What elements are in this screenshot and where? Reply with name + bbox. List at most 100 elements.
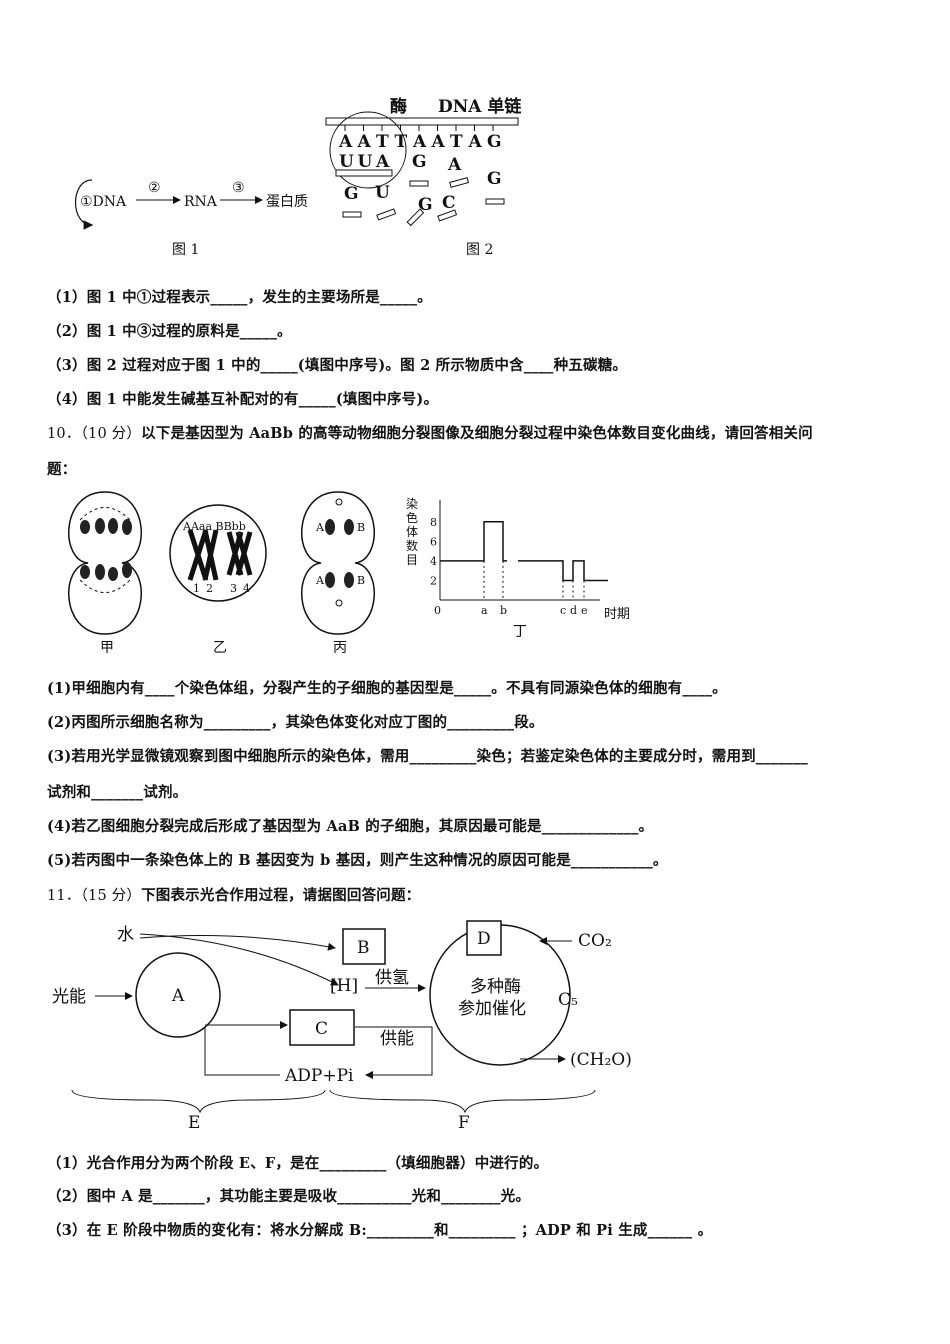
question-points: （10 分） xyxy=(80,426,142,442)
label-C: C xyxy=(315,1019,328,1039)
label-jia: 甲 xyxy=(100,640,114,656)
y-tick-label: 4 xyxy=(430,555,437,568)
template-base: T xyxy=(376,132,389,152)
y-label-char: 染 xyxy=(406,496,418,511)
paired-base: U xyxy=(358,152,373,172)
label-F: F xyxy=(458,1113,470,1133)
x-tick-label: d xyxy=(570,604,577,617)
node-C xyxy=(289,1009,355,1046)
chromosome-number: 1 xyxy=(193,582,200,595)
genotype: AaBb xyxy=(249,425,294,442)
chromosome-number: 2 xyxy=(206,582,213,595)
label-A: A xyxy=(171,986,185,1006)
q10-stem-line2: 题： xyxy=(47,461,77,478)
y-tick-label: 6 xyxy=(430,535,437,548)
label-E: E xyxy=(188,1113,200,1133)
label-B: B xyxy=(357,938,370,958)
y-label-char: 目 xyxy=(406,553,418,567)
enzyme-circle xyxy=(329,111,407,189)
y-tick-label: 0 xyxy=(434,604,441,617)
label-H: [H] xyxy=(330,976,358,996)
supply-hydrogen-label: 供氢 xyxy=(375,968,409,988)
label-D: D xyxy=(477,929,491,949)
fig1-rna: RNA xyxy=(184,194,218,210)
stem-text: 以下是基因型为 xyxy=(141,425,250,442)
question-number: 10． xyxy=(47,426,81,442)
q10-item-1: (1)甲细胞内有____个染色体组，分裂产生的子细胞的基因型是_____。不具有… xyxy=(47,680,727,697)
cell-jia xyxy=(68,491,142,635)
water-label: 水 xyxy=(117,925,134,945)
q10-item-3: (3)若用光学显微镜观察到图中细胞所示的染色体，需用_________染色；若鉴… xyxy=(47,748,809,765)
q9-item-1: （1）图 1 中①过程表示_____，发生的主要场所是_____。 xyxy=(47,289,432,306)
template-base: A xyxy=(468,132,483,152)
fig2-caption: 图 2 xyxy=(466,242,493,258)
template-base: T xyxy=(450,132,463,152)
stem-text: 的高等动物细胞分裂图像及细胞分裂过程中染色体数目变化曲线，请回答相关问 xyxy=(293,425,813,442)
gene-label: A xyxy=(315,521,325,534)
free-nucleotide: G xyxy=(344,184,359,204)
gene-label: B xyxy=(357,521,365,534)
yi-gene-labels: AAaa BBbb xyxy=(182,520,246,533)
q11-item-2: （2）图中 A 是_______，其功能主要是吸收__________光和___… xyxy=(47,1188,531,1205)
template-base: G xyxy=(487,132,502,152)
question-number: 11． xyxy=(47,888,81,904)
co2-label: CO₂ xyxy=(578,931,612,951)
label-ding: 丁 xyxy=(513,624,527,640)
q10-item-3b: 试剂和_______试剂。 xyxy=(47,784,188,801)
fig1-step3: ③ xyxy=(232,180,245,196)
chromosome-number: 3 xyxy=(230,582,237,595)
cell-bing xyxy=(301,491,375,635)
rna-backbone xyxy=(335,169,393,177)
q10-item-5: (5)若丙图中一条染色体上的 B 基因变为 b 基因，则产生这种情况的原因可能是… xyxy=(47,852,668,869)
dna-strand xyxy=(325,117,519,126)
fig1-caption: 图 1 xyxy=(172,242,199,258)
chromosome-number: 4 xyxy=(243,582,250,595)
q9-item-4: （4）图 1 中能发生碱基互补配对的有_____(填图中序号)。 xyxy=(47,391,439,408)
x-tick-label: b xyxy=(500,604,507,617)
adp-label: ADP+Pi xyxy=(284,1066,354,1086)
x-label: 时期 xyxy=(604,607,630,622)
x-tick-label: c xyxy=(560,604,566,617)
template-base: A xyxy=(338,132,353,152)
node-A xyxy=(135,952,221,1038)
q10-item-2: (2)丙图所示细胞名称为_________，其染色体变化对应丁图的_______… xyxy=(47,714,544,731)
q9-item-2: （2）图 1 中③过程的原料是_____。 xyxy=(47,323,292,340)
fig1-dna: ①DNA xyxy=(80,194,127,210)
x-tick-label: e xyxy=(581,604,588,617)
c5-label: C₅ xyxy=(558,990,578,1010)
gene-label: B xyxy=(357,574,365,587)
photosynthesis-diagram: 水 光能 A B [H] 供氢 C 供能 ADP+Pi D CO₂ 多种酶 xyxy=(52,920,632,1133)
y-tick-label: 2 xyxy=(430,574,437,587)
fig1-step2: ② xyxy=(148,180,161,196)
y-tick-label: 8 xyxy=(430,516,437,529)
free-nucleotide: G xyxy=(418,195,433,215)
node-B xyxy=(342,928,386,965)
fig2-enzyme-label: 酶 xyxy=(390,96,407,117)
catalysis-label: 参加催化 xyxy=(458,999,526,1019)
label-yi: 乙 xyxy=(213,640,227,656)
free-nucleotide: A xyxy=(447,155,462,175)
x-tick-label: a xyxy=(481,604,488,617)
q10-stem: 10．（10 分）以下是基因型为 AaBb 的高等动物细胞分裂图像及细胞分裂过程… xyxy=(47,422,813,443)
series-line xyxy=(518,560,608,582)
label-bing: 丙 xyxy=(333,640,347,656)
free-nucleotide: C xyxy=(442,193,456,213)
free-nucleotide: G xyxy=(412,152,427,172)
template-base: A xyxy=(431,132,446,152)
fig2-strand-label: DNA 单链 xyxy=(438,96,522,117)
stem-text: 下图表示光合作用过程，请据图回答问题： xyxy=(141,887,421,904)
q10-item-4: (4)若乙图细胞分裂完成后形成了基因型为 AaB 的子细胞，其原因最可能是___… xyxy=(47,818,654,835)
paired-base: U xyxy=(339,152,354,172)
light-label: 光能 xyxy=(52,987,86,1007)
y-label-char: 体 xyxy=(406,525,418,539)
brace-F xyxy=(329,1089,596,1114)
brace-E xyxy=(71,1089,326,1114)
y-label-char: 数 xyxy=(406,538,418,553)
template-base: A xyxy=(357,132,372,152)
q11-stem: 11．（15 分）下图表示光合作用过程，请据图回答问题： xyxy=(47,884,420,905)
fig1-protein: 蛋白质 xyxy=(266,194,308,210)
